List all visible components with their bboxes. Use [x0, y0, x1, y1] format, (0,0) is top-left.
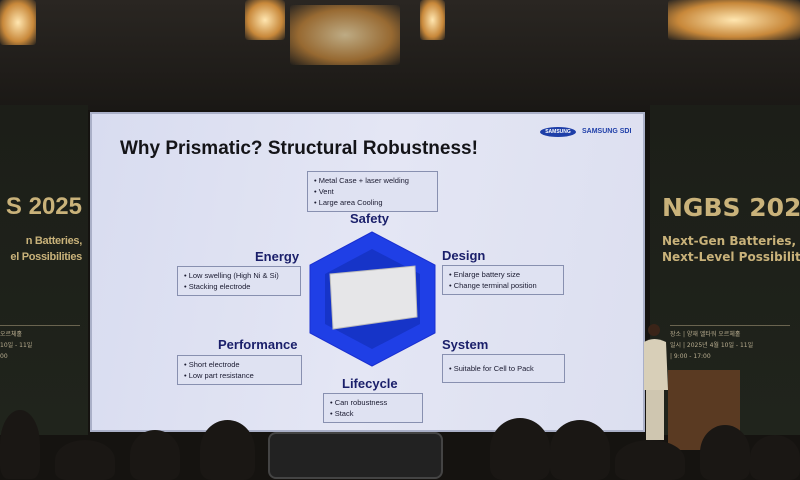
banner-sub-line: n Batteries, [25, 235, 83, 247]
label-performance: Performance [218, 337, 298, 352]
bullet-item: Low part resistance [184, 370, 295, 381]
banner-sub-line: el Possibilities [10, 251, 82, 263]
label-lifecycle: Lifecycle [342, 376, 398, 391]
lifecycle-box: Can robustness Stack [323, 393, 423, 423]
bullet-item: Change terminal position [449, 280, 557, 291]
label-system: System [442, 337, 489, 352]
banner-info-line: 일시 | 2025년 4월 10일 - 11일 [670, 342, 754, 349]
banner-info: 오르체홀 10일 - 11일 00 [0, 325, 80, 362]
banner-subtitle: Next-Gen Batteries, Next-Level Possibili… [662, 233, 800, 265]
bullet-item: Large area Cooling [314, 197, 431, 208]
label-design: Design [442, 248, 486, 263]
bullet-item: Metal Case + laser welding [314, 175, 431, 186]
bullet-item: Vent [314, 186, 431, 197]
banner-sub-line: Next-Level Possibilities [662, 250, 800, 264]
banner-subtitle: n Batteries, el Possibilities [10, 233, 82, 265]
banner-title: NGBS 2025 [662, 193, 800, 222]
ceiling-light [0, 0, 36, 45]
audience-head [615, 440, 685, 480]
bullet-item: Stacking electrode [184, 281, 294, 292]
ceiling-light [245, 0, 285, 40]
banner-title: S 2025 [5, 193, 82, 220]
audience-head [550, 420, 610, 480]
slide-title: Why Prismatic? Structural Robustness! [120, 138, 478, 159]
label-safety: Safety [350, 211, 390, 226]
bullet-item: Enlarge battery size [449, 269, 557, 280]
speaker [644, 324, 668, 440]
energy-box: Low swelling (High Ni & Si) Stacking ele… [177, 266, 301, 296]
audience-head [55, 440, 115, 480]
label-energy: Energy [255, 249, 300, 264]
banner-info-line: 10일 - 11일 [0, 342, 33, 349]
presentation-slide: Why Prismatic? Structural Robustness! SA… [90, 112, 645, 432]
audience [0, 410, 800, 480]
performance-box: Short electrode Low part resistance [177, 355, 302, 385]
banner-info-line: 오르체홀 [0, 331, 23, 338]
banner-info-line: | 9:00 - 17:00 [670, 353, 711, 360]
banner-info-line: 장소 | 양재 엘타워 오르체홀 [670, 331, 741, 338]
banner-info-line: 00 [0, 353, 8, 360]
audience-head [750, 435, 800, 480]
audience-head [490, 418, 550, 480]
battery-cell-image [329, 265, 418, 330]
audience-head [700, 425, 750, 480]
bullet-item: Can robustness [330, 397, 416, 408]
bullet-item: Suitable for Cell to Pack [449, 363, 558, 374]
banner-info: 장소 | 양재 엘타워 오르체홀 일시 | 2025년 4월 10일 - 11일… [670, 325, 790, 362]
audience-head [0, 410, 40, 479]
bullet-item: Low swelling (High Ni & Si) [184, 270, 294, 281]
ceiling-light [420, 0, 445, 40]
system-box: Suitable for Cell to Pack [442, 354, 565, 383]
audience-head [130, 430, 180, 480]
left-banner: S 2025 n Batteries, el Possibilities 오르체… [0, 105, 88, 435]
samsung-logo: SAMSUNG [540, 127, 576, 137]
audience-head [200, 420, 255, 480]
design-box: Enlarge battery size Change terminal pos… [442, 265, 564, 295]
ceiling [0, 0, 800, 110]
safety-box: Metal Case + laser welding Vent Large ar… [307, 171, 438, 212]
phone-in-hand [268, 432, 443, 479]
bullet-item: Short electrode [184, 359, 295, 370]
ceiling-light [668, 0, 800, 40]
hexagon-radar [309, 231, 436, 367]
brand-name: SAMSUNG SDI [582, 128, 632, 135]
chandelier [290, 5, 400, 65]
bullet-item: Stack [330, 408, 416, 419]
banner-sub-line: Next-Gen Batteries, [662, 234, 797, 248]
